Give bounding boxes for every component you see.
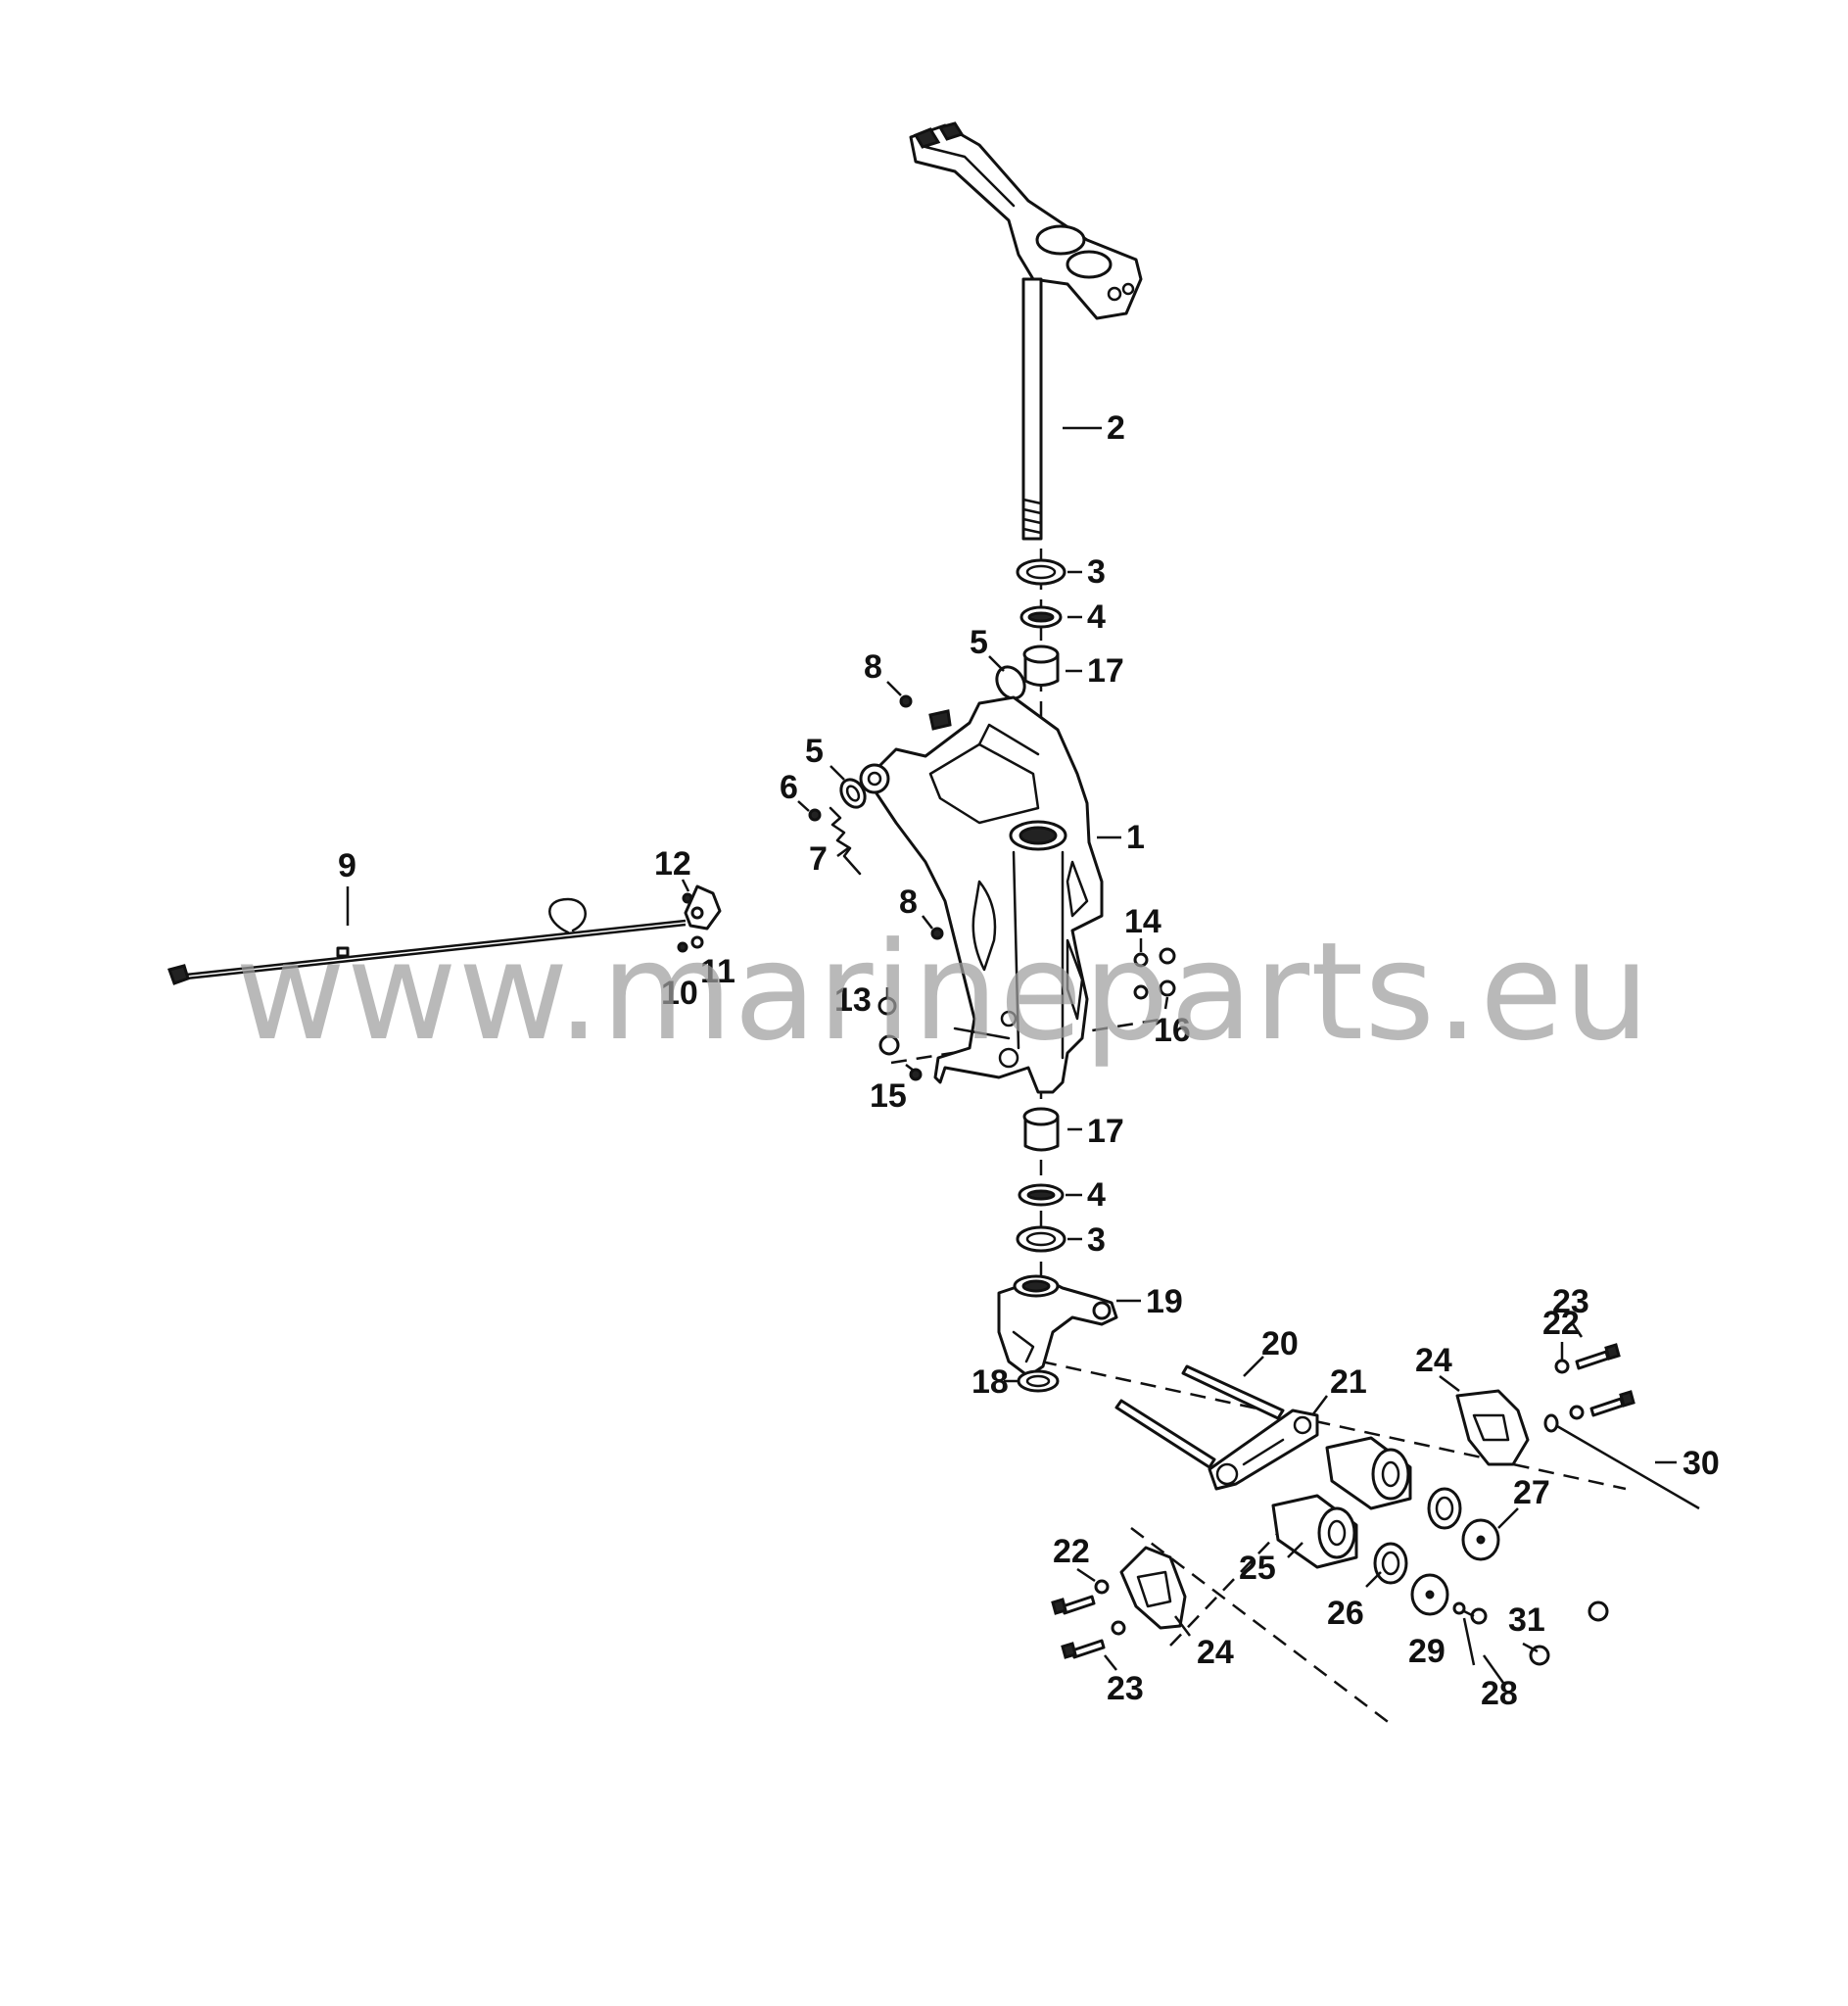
rod-part-20 bbox=[1181, 1364, 1285, 1420]
link-part-21 bbox=[1208, 1409, 1319, 1491]
callout-22-lower: 22 bbox=[1053, 1533, 1090, 1570]
wire-part-30 bbox=[1556, 1424, 1700, 1510]
callout-16: 16 bbox=[1154, 1012, 1191, 1049]
bolt-part-23-lower-b bbox=[1070, 1639, 1106, 1659]
leader-lines bbox=[346, 426, 1677, 1684]
callout-4-lower: 4 bbox=[1087, 1176, 1106, 1214]
screw-part-6 bbox=[808, 808, 822, 822]
callout-21: 21 bbox=[1330, 1363, 1367, 1401]
spring-part-7 bbox=[829, 806, 862, 876]
callout-7: 7 bbox=[809, 840, 828, 878]
nut-part-28b bbox=[1587, 1600, 1609, 1622]
bracket-hardware bbox=[808, 694, 1176, 1081]
fitting-part-13-upper bbox=[877, 996, 897, 1016]
callout-23-upper: 23 bbox=[1552, 1283, 1589, 1320]
callout-31: 31 bbox=[1508, 1601, 1545, 1639]
nut-part-14-a bbox=[1133, 952, 1149, 968]
bracket-part-24-upper bbox=[1455, 1389, 1530, 1466]
callout-14: 14 bbox=[1124, 903, 1161, 940]
callout-25: 25 bbox=[1239, 1550, 1276, 1587]
callout-5-lower: 5 bbox=[805, 733, 824, 770]
washer-part-26-a bbox=[1427, 1487, 1462, 1530]
callout-10: 10 bbox=[661, 975, 698, 1012]
callout-24-upper: 24 bbox=[1415, 1342, 1452, 1379]
callout-17-lower: 17 bbox=[1087, 1113, 1124, 1150]
callout-5-upper: 5 bbox=[970, 624, 988, 661]
washer-part-3-lower bbox=[1016, 1225, 1066, 1253]
washer-part-11 bbox=[690, 935, 704, 949]
washers-26-27 bbox=[1373, 1487, 1500, 1616]
callout-labels: 2 3 4 17 5 1 8 5 6 7 8 9 12 11 10 13 14 … bbox=[338, 409, 1720, 1712]
callout-1: 1 bbox=[1126, 819, 1145, 856]
bolt-part-23-upper-b bbox=[1589, 1397, 1625, 1417]
steering-arm-part-2 bbox=[909, 121, 1143, 541]
upper-stack bbox=[995, 558, 1066, 700]
mounts-part-25 bbox=[1271, 1436, 1412, 1569]
callout-8-lower: 8 bbox=[899, 884, 918, 921]
washer-part-26-b bbox=[1373, 1542, 1408, 1585]
callout-22-upper: 22 bbox=[1542, 1305, 1580, 1342]
callout-8-upper: 8 bbox=[864, 648, 882, 686]
nut-part-14-b bbox=[1159, 947, 1176, 965]
callout-13: 13 bbox=[834, 981, 872, 1019]
yoke-part-19 bbox=[997, 1274, 1118, 1393]
bolt-part-23-upper-a bbox=[1575, 1350, 1610, 1370]
callout-6: 6 bbox=[780, 769, 798, 806]
callout-30: 30 bbox=[1682, 1445, 1720, 1482]
nut-part-16-b bbox=[1159, 979, 1176, 997]
callout-20: 20 bbox=[1261, 1325, 1299, 1362]
callout-2: 2 bbox=[1107, 409, 1125, 447]
washer-part-16-a bbox=[1133, 984, 1149, 1000]
fitting-part-13-lower bbox=[878, 1034, 900, 1056]
washer-part-22-lower bbox=[1094, 1579, 1110, 1595]
callout-4-upper: 4 bbox=[1087, 598, 1106, 636]
screw-part-8-upper bbox=[899, 694, 913, 708]
cable-assembly-part-9 bbox=[167, 884, 722, 985]
washer-part-3-upper bbox=[1016, 558, 1066, 586]
washer-part-22-upper bbox=[1554, 1359, 1570, 1374]
watermark-text: www.marineparts.eu bbox=[235, 913, 1650, 1071]
terminal-part-30 bbox=[1543, 1413, 1559, 1433]
bracket-part-24-lower bbox=[1119, 1546, 1187, 1630]
bolt-part-23-lower-a bbox=[1061, 1595, 1096, 1615]
callout-26: 26 bbox=[1327, 1595, 1364, 1632]
pin-part-29 bbox=[1462, 1617, 1476, 1666]
callout-29: 29 bbox=[1408, 1633, 1445, 1670]
screw-part-10 bbox=[677, 941, 688, 953]
callout-12: 12 bbox=[654, 845, 691, 883]
callout-11: 11 bbox=[700, 953, 735, 990]
screw-part-15 bbox=[909, 1068, 923, 1081]
swivel-bracket-part-1 bbox=[859, 695, 1104, 1094]
callout-9: 9 bbox=[338, 847, 356, 884]
callout-24-lower: 24 bbox=[1197, 1634, 1234, 1671]
washer-part-18 bbox=[1017, 1369, 1060, 1393]
lower-stack bbox=[1016, 1107, 1066, 1253]
callout-15: 15 bbox=[870, 1077, 907, 1115]
screw-part-8-lower bbox=[930, 927, 944, 940]
fasteners bbox=[1051, 1343, 1700, 1666]
rods-and-link bbox=[1114, 1364, 1319, 1491]
callout-19: 19 bbox=[1146, 1283, 1183, 1320]
rod-part-20b bbox=[1114, 1399, 1216, 1469]
callout-3-upper: 3 bbox=[1087, 553, 1106, 591]
callout-17-upper: 17 bbox=[1087, 652, 1124, 690]
callout-18: 18 bbox=[971, 1363, 1009, 1401]
callout-27: 27 bbox=[1513, 1474, 1550, 1511]
callout-3-lower: 3 bbox=[1087, 1221, 1106, 1259]
screw-part-12 bbox=[682, 892, 693, 904]
washer-part-5-lower bbox=[839, 778, 867, 809]
washer-part-31 bbox=[1452, 1601, 1466, 1615]
callout-28: 28 bbox=[1481, 1675, 1518, 1712]
callout-23-lower: 23 bbox=[1107, 1670, 1144, 1707]
